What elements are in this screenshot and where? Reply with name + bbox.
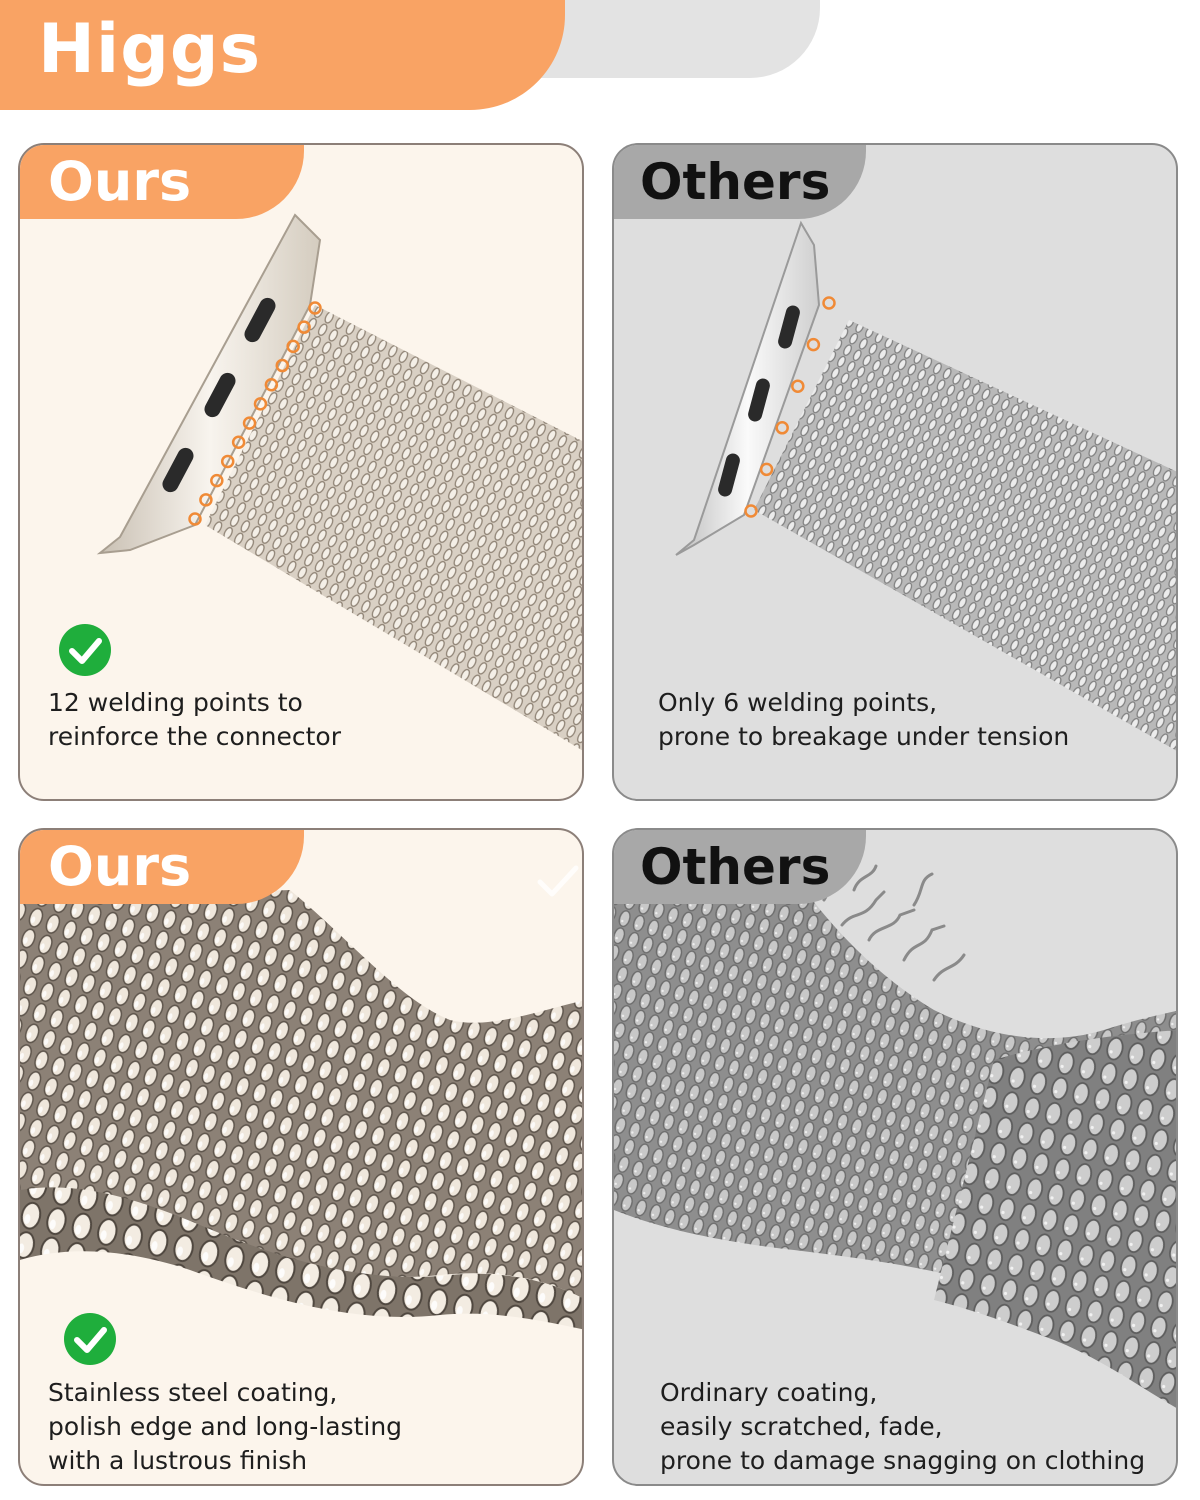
welding-point-icon <box>297 320 311 334</box>
caption-line: Ordinary coating, <box>660 1378 878 1407</box>
check-circle-icon <box>59 624 111 676</box>
welding-point-icon <box>791 379 805 393</box>
welding-point-icon <box>253 397 268 411</box>
welding-point-icon <box>220 454 235 469</box>
caption-line: prone to breakage under tension <box>658 722 1070 751</box>
slot-icon <box>204 372 236 418</box>
welding-point-icon <box>308 301 322 315</box>
slot-icon <box>244 297 276 343</box>
others-mesh-closeup-illustration <box>614 848 1176 1408</box>
welding-point-icon <box>775 421 789 435</box>
others-coating-caption: Ordinary coating, easily scratched, fade… <box>660 1376 1145 1478</box>
welding-point-icon <box>744 504 758 518</box>
ours-mesh-surface <box>20 890 582 1298</box>
caption-line: reinforce the connector <box>48 722 342 751</box>
welding-point-icon <box>242 416 257 430</box>
others-mesh-edge <box>934 1030 1176 1408</box>
ours-tag: Ours <box>20 830 304 904</box>
others-tag: Others <box>614 830 866 904</box>
ours-welding-panel: Ours 12 welding points to reinforce the … <box>18 143 584 801</box>
welding-point-icon <box>806 337 821 352</box>
ours-mesh-closeup-illustration <box>20 865 582 1330</box>
welding-point-icon <box>275 358 290 373</box>
others-mesh-band <box>754 320 1176 751</box>
ours-tag: Ours <box>20 145 304 219</box>
slot-icon <box>748 378 770 422</box>
caption-line: Stainless steel coating, <box>48 1378 338 1407</box>
caption-line: polish edge and long-lasting <box>48 1412 403 1441</box>
slot-icon <box>718 453 740 497</box>
welding-point-icon <box>199 493 213 507</box>
ours-tag-label: Ours <box>48 835 192 898</box>
ours-mesh-edge <box>20 1187 582 1330</box>
ours-coating-caption: Stainless steel coating, polish edge and… <box>48 1376 402 1478</box>
check-circle-icon <box>64 1313 116 1365</box>
ours-coating-panel: Ours Stainless steel coating, polish edg… <box>18 828 584 1486</box>
others-connector-illustration <box>675 220 1176 751</box>
ours-connector-illustration <box>96 213 582 751</box>
welding-point-icon <box>822 296 836 310</box>
others-coating-panel: Others Ordinary coating, <box>612 828 1178 1486</box>
welding-point-icon <box>286 339 300 354</box>
welding-point-icon <box>759 462 774 477</box>
ours-welding-caption: 12 welding points to reinforce the conne… <box>48 686 341 754</box>
slot-icon <box>162 447 194 493</box>
others-welding-caption: Only 6 welding points, prone to breakage… <box>658 686 1069 754</box>
ours-mesh-band <box>205 305 582 751</box>
others-tag: Others <box>614 145 866 219</box>
welding-point-icon <box>210 473 224 488</box>
welding-point-icon <box>188 512 202 526</box>
others-tag-label: Others <box>640 153 831 211</box>
slot-icon <box>778 305 800 349</box>
faint-check-icon <box>537 865 579 897</box>
welding-point-icon <box>231 435 246 450</box>
brand-title: Higgs <box>38 10 262 89</box>
welding-point-icon <box>264 377 279 392</box>
caption-line: 12 welding points to <box>48 688 303 717</box>
others-welding-panel: Others Only 6 welding points, prone to b… <box>612 143 1178 801</box>
caption-line: Only 6 welding points, <box>658 688 938 717</box>
caption-line: with a lustrous finish <box>48 1446 308 1475</box>
brand-banner: Higgs <box>0 0 565 110</box>
caption-line: prone to damage snagging on clothing <box>660 1446 1146 1475</box>
ours-tag-label: Ours <box>48 150 192 213</box>
caption-line: easily scratched, fade, <box>660 1412 943 1441</box>
others-connector-lug <box>675 220 821 556</box>
others-tag-label: Others <box>640 838 831 896</box>
